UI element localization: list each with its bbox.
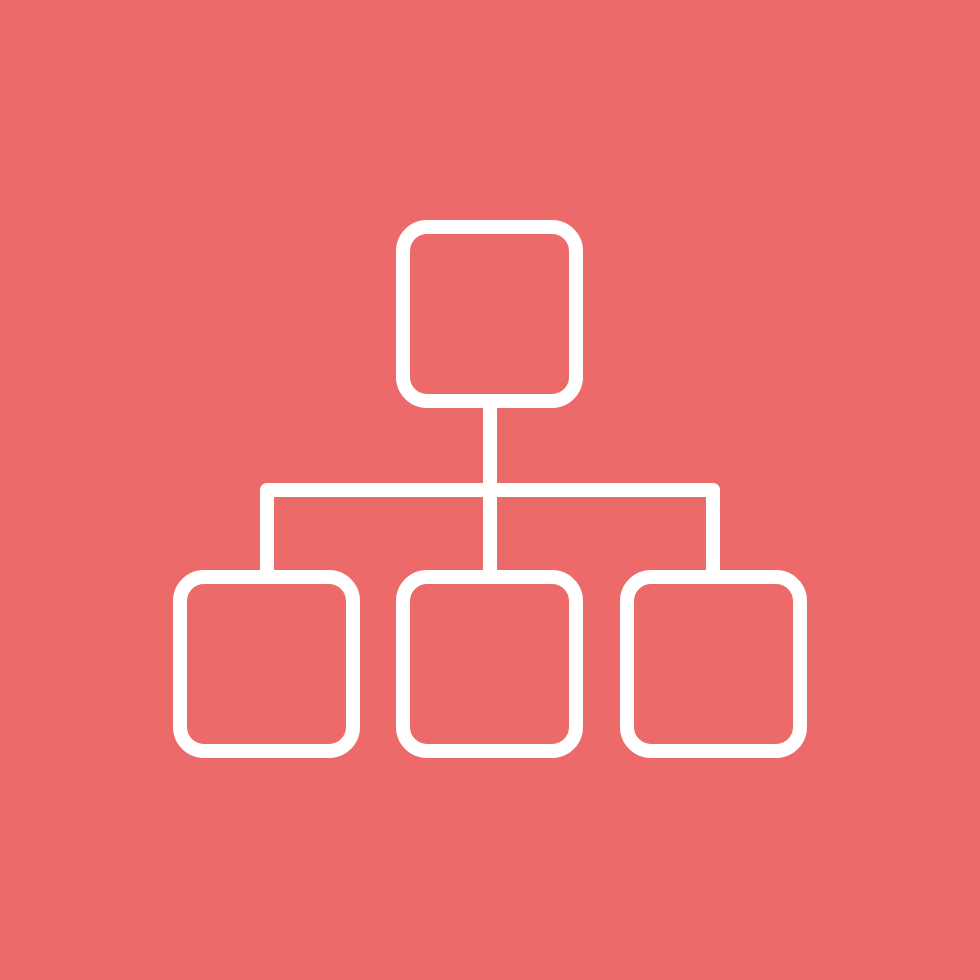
hierarchy-diagram xyxy=(173,220,807,758)
child-node-box-middle xyxy=(396,570,583,758)
parent-node-box xyxy=(396,220,583,408)
child-node-box-left xyxy=(173,570,360,758)
child-node-box-right xyxy=(620,570,807,758)
